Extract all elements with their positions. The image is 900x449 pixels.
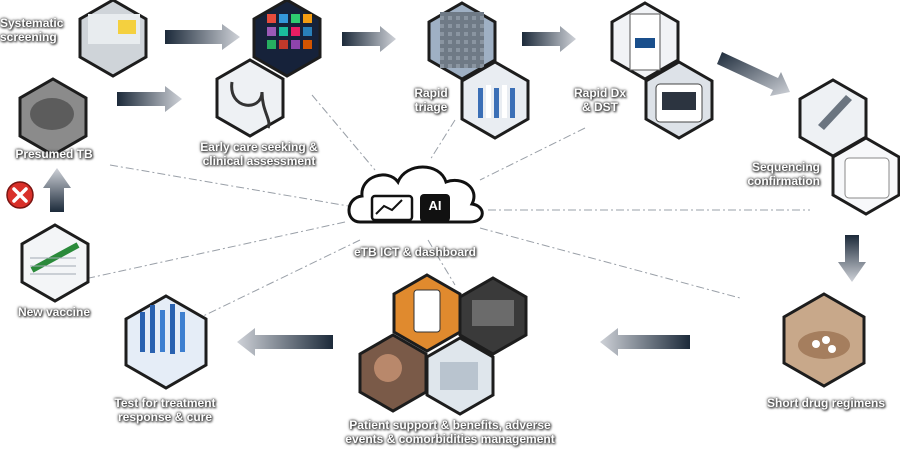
label-rapid-dx: Rapid Dx & DST xyxy=(573,86,626,114)
connector-dx xyxy=(479,127,586,181)
label-rapid-triage: Rapid triage xyxy=(414,86,448,114)
connector-triage xyxy=(429,119,456,161)
label-patient-support: Patient support & benefits, adverse even… xyxy=(345,418,555,446)
arrow-triage-to-dx xyxy=(522,26,576,52)
connector-support xyxy=(427,239,456,286)
blocked-icon xyxy=(6,181,34,209)
arrow-screening-to-care xyxy=(165,24,240,50)
connector-presumed-tb xyxy=(109,164,361,209)
label-presumed-tb: Presumed TB xyxy=(15,147,93,161)
connector-regimens xyxy=(479,227,741,299)
label-test-response: Test for treatment response & cure xyxy=(114,396,216,424)
label-systematic-screening: Systematic screening xyxy=(0,16,64,44)
arrow-sequencing-to-regimens xyxy=(838,235,866,282)
label-early-care: Early care seeking & clinical assessment xyxy=(200,140,318,168)
hex-images xyxy=(18,0,900,416)
connector-early-care xyxy=(311,94,376,171)
ai-badge: AI xyxy=(428,198,442,213)
label-central-hub: eTB ICT & dashboard xyxy=(353,245,476,259)
connector-vaccine xyxy=(79,221,346,281)
arrow-care-to-triage xyxy=(342,26,396,52)
flow-arrows xyxy=(43,24,866,356)
hub-cloud-icon xyxy=(347,165,484,224)
arrow-regimens-to-support xyxy=(600,328,690,356)
arrow-vaccine-up xyxy=(43,168,71,212)
arrow-presumed-to-care xyxy=(117,86,182,112)
hub-connectors xyxy=(79,94,810,321)
hex-stethoscope xyxy=(215,58,285,138)
connector-test-response xyxy=(194,239,361,321)
label-new-vaccine: New vaccine xyxy=(17,305,91,319)
hex-vaccine xyxy=(20,223,90,303)
label-sequencing: Sequencing confirmation xyxy=(747,160,820,188)
hex-test-response xyxy=(124,294,208,390)
label-short-regimens: Short drug regimens xyxy=(766,396,885,410)
hex-social-apps xyxy=(252,0,322,78)
arrow-dx-to-sequencing xyxy=(717,52,790,96)
arrow-support-to-response xyxy=(237,328,333,356)
